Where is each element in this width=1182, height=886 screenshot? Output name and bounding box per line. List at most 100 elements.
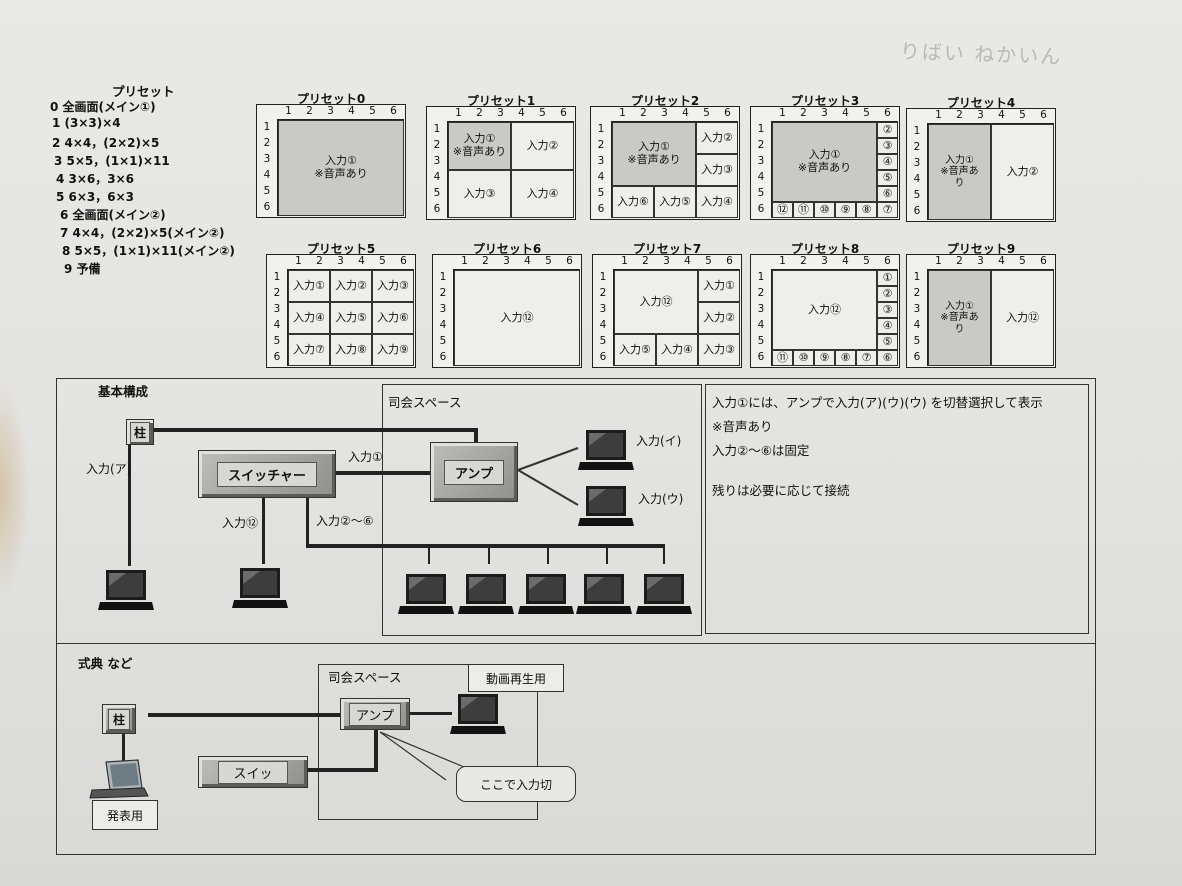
column-number: 4 [842,107,849,119]
row-number: 6 [913,351,921,363]
column-number: 5 [369,105,376,117]
preset-layout-grid: 入力① ※音声あ り入力② [927,123,1054,220]
preset-cell: 入力⑧ [330,334,372,366]
basic-section-title: 基本構成 [98,384,149,399]
basic-note: 残りは必要に応じて接続 [712,483,850,498]
column-number: 4 [518,107,525,119]
preset-legend-item: 3 5×5，(1×1)×11 [54,154,170,168]
preset-cell: 入力① ※音声あり [448,122,511,170]
row-number: 5 [913,189,921,201]
column-number: 6 [566,255,573,267]
basic-note: 入力②～⑥は固定 [712,443,810,458]
row-number: 6 [273,351,281,363]
column-number: 2 [306,105,313,117]
laptop-icon [636,572,692,616]
laptop-icon [232,566,288,610]
wire-amp-drop [474,428,478,444]
preset-cell: ② [877,286,898,302]
row-number: 1 [597,123,605,135]
basic-switcher-label: スイッチャー [217,461,317,487]
column-number: 5 [1019,109,1026,121]
preset-cell: 入力① ※音声あり [612,122,696,186]
column-number: 4 [682,107,689,119]
row-number: 5 [757,335,765,347]
row-number: 3 [757,155,765,167]
preset-cell: ⑩ [793,350,814,366]
column-number: 5 [379,255,386,267]
row-number: 5 [913,335,921,347]
label-input-2-6: 入力②～⑥ [316,514,374,528]
row-number: 6 [757,203,765,215]
row-number: 4 [439,319,447,331]
basic-switcher-box: スイッチャー [198,450,336,498]
ceremony-amp-label: アンプ [348,702,402,726]
column-number: 1 [619,107,626,119]
wire-bus [306,544,664,548]
preset-cell: ⑥ [877,350,898,366]
label-input-u: 入力(ウ) [638,492,684,506]
row-number: 4 [599,319,607,331]
preset-title: プリセット1 [466,94,536,108]
presenter-box: 発表用 [92,800,158,830]
row-number: 1 [757,271,765,283]
preset-cell: ⑨ [814,350,835,366]
preset-title: プリセット8 [790,242,860,256]
preset-layout-grid: 入力⑫ [453,269,580,366]
preset-cell: 入力⑦ [288,334,330,366]
preset-cell: 入力④ [696,186,738,218]
row-number: 5 [599,335,607,347]
row-number: 1 [439,271,447,283]
wire-drop-4 [606,544,608,564]
preset-cell: 入力③ [696,154,738,186]
row-number: 6 [599,351,607,363]
ceremony-pillar-label: 柱 [107,708,130,730]
column-number: 6 [1040,255,1047,267]
column-number: 2 [956,255,963,267]
preset-cell: ⑤ [877,170,898,186]
column-number: 1 [935,255,942,267]
column-number: 5 [545,255,552,267]
preset-title: プリセット3 [790,94,860,108]
label-input-12: 入力⑫ [222,516,259,530]
row-number: 1 [433,123,441,135]
row-number: 1 [263,121,271,133]
preset-cell: 入力② [696,122,738,154]
laptop-icon [576,572,632,616]
row-number: 6 [913,205,921,217]
preset-legend-item: 4 3×6，3×6 [56,172,135,186]
row-number: 6 [597,203,605,215]
row-number: 2 [597,139,605,151]
tablet-icon [89,759,149,799]
preset-cell: 入力① ※音声あ り [928,124,991,220]
column-number: 2 [642,255,649,267]
row-number: 2 [913,141,921,153]
preset-cell: ④ [877,318,898,334]
preset-cell: ① [877,270,898,286]
preset-cell: 入力② [511,122,574,170]
laptop-icon [578,428,634,472]
preset-cell: 入力② [991,124,1054,220]
preset-cell: ⑩ [814,202,835,218]
video-playback-box: 動画再生用 [468,664,564,692]
row-number: 4 [757,171,765,183]
row-number: 3 [439,303,447,315]
preset-legend-item: 8 5×5，(1×1)×11(メイン②) [62,244,235,258]
wire-pillar-laptop [128,444,131,566]
preset-cell: 入力⑤ [654,186,696,218]
row-number: 3 [263,153,271,165]
column-number: 2 [316,255,323,267]
preset-cell: 入力⑫ [454,270,580,366]
basic-notes-frame [705,384,1089,634]
basic-pillar-box: 柱 [126,419,154,445]
laptop-icon [578,484,634,528]
